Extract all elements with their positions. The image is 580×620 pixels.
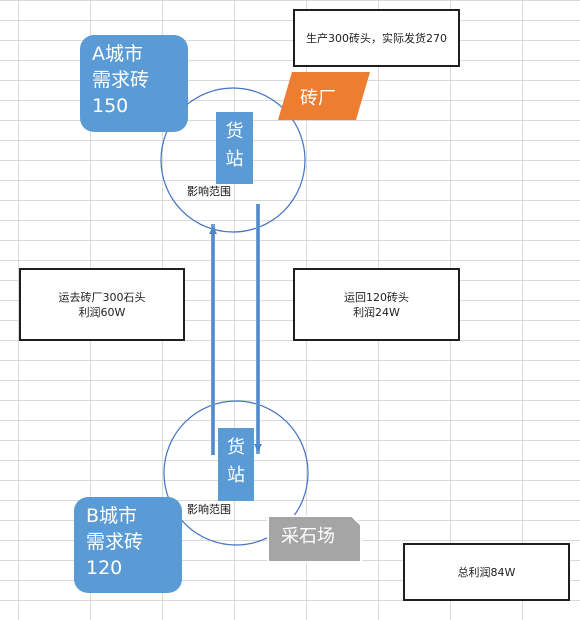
- city-b-demand-label: 需求砖: [86, 531, 144, 553]
- city-b-name: B城市: [86, 505, 138, 527]
- influence-label-top: 影响范围: [187, 185, 231, 198]
- transport-to-factory-line2: 利润60W: [78, 305, 126, 319]
- total-profit-text: 总利润84W: [457, 565, 516, 579]
- city-a-demand-label: 需求砖: [92, 69, 150, 91]
- influence-circle-top: [160, 87, 306, 233]
- station-top: 货 站: [216, 112, 253, 184]
- quarry-label: 采石场: [281, 526, 335, 547]
- city-a-demand-value: 150: [92, 95, 129, 117]
- transport-to-factory-box: 运去砖厂300石头 利润60W: [19, 268, 185, 341]
- production-text: 生产300砖头，实际发货270: [306, 31, 447, 45]
- influence-circle-bottom: [163, 400, 309, 546]
- influence-label-bottom: 影响范围: [187, 503, 231, 516]
- brick-factory-label: 砖厂: [300, 88, 336, 109]
- quarry-shape: [267, 515, 362, 563]
- station-bottom: 货 站: [218, 428, 254, 501]
- city-a-box: A城市 需求砖 150: [80, 35, 188, 132]
- transport-back-line2: 利润24W: [353, 305, 400, 319]
- transport-to-factory-line1: 运去砖厂300石头: [58, 290, 146, 304]
- brick-factory-shape: [278, 72, 370, 120]
- production-box: 生产300砖头，实际发货270: [293, 9, 460, 67]
- transport-back-box: 运回120砖头 利润24W: [293, 268, 460, 341]
- transport-back-line1: 运回120砖头: [344, 290, 409, 304]
- city-a-name: A城市: [92, 43, 143, 65]
- city-b-demand-value: 120: [86, 557, 123, 579]
- city-b-box: B城市 需求砖 120: [74, 497, 182, 593]
- total-profit-box: 总利润84W: [403, 543, 570, 601]
